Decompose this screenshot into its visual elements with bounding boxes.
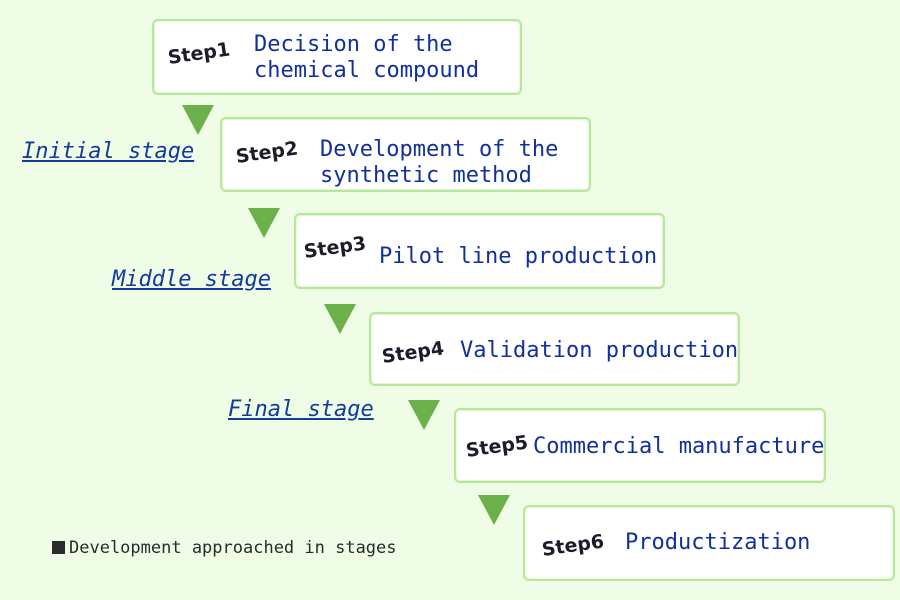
- step-tag-3: Step3: [302, 232, 368, 263]
- step-tag-5: Step5: [464, 431, 530, 462]
- step-box-3: Step3 Pilot line production: [294, 213, 665, 289]
- square-bullet-icon: [52, 541, 65, 554]
- down-arrow-5: [478, 495, 510, 525]
- step-box-6: Step6 Productization: [523, 505, 895, 581]
- stage-label-final: Final stage: [228, 397, 374, 422]
- step-box-1: Step1 Decision of the chemical compound: [152, 19, 522, 95]
- down-arrow-2: [248, 208, 280, 238]
- stage-label-middle: Middle stage: [112, 267, 271, 292]
- step-tag-1: Step1: [166, 38, 232, 69]
- step-text-6: Productization: [625, 530, 811, 555]
- diagram-caption: Development approached in stages: [52, 538, 397, 558]
- step-text-5: Commercial manufacture: [533, 434, 825, 459]
- down-arrow-3: [324, 304, 356, 334]
- step-tag-6: Step6: [540, 530, 606, 561]
- step-box-5: Step5 Commercial manufacture: [454, 408, 826, 483]
- step-text-1: Decision of the chemical compound: [254, 32, 480, 83]
- step-text-2: Development of the synthetic method: [320, 137, 559, 188]
- caption-text: Development approached in stages: [69, 538, 397, 558]
- step-tag-2: Step2: [234, 137, 300, 168]
- step-text-4: Validation production: [460, 338, 739, 363]
- down-arrow-4: [408, 400, 440, 430]
- step-box-2: Step2 Development of the synthetic metho…: [220, 117, 591, 192]
- down-arrow-1: [182, 105, 214, 135]
- stage-label-initial: Initial stage: [22, 139, 195, 164]
- step-tag-4: Step4: [380, 337, 446, 368]
- step-text-3: Pilot line production: [379, 244, 658, 269]
- step-box-4: Step4 Validation production: [369, 312, 740, 386]
